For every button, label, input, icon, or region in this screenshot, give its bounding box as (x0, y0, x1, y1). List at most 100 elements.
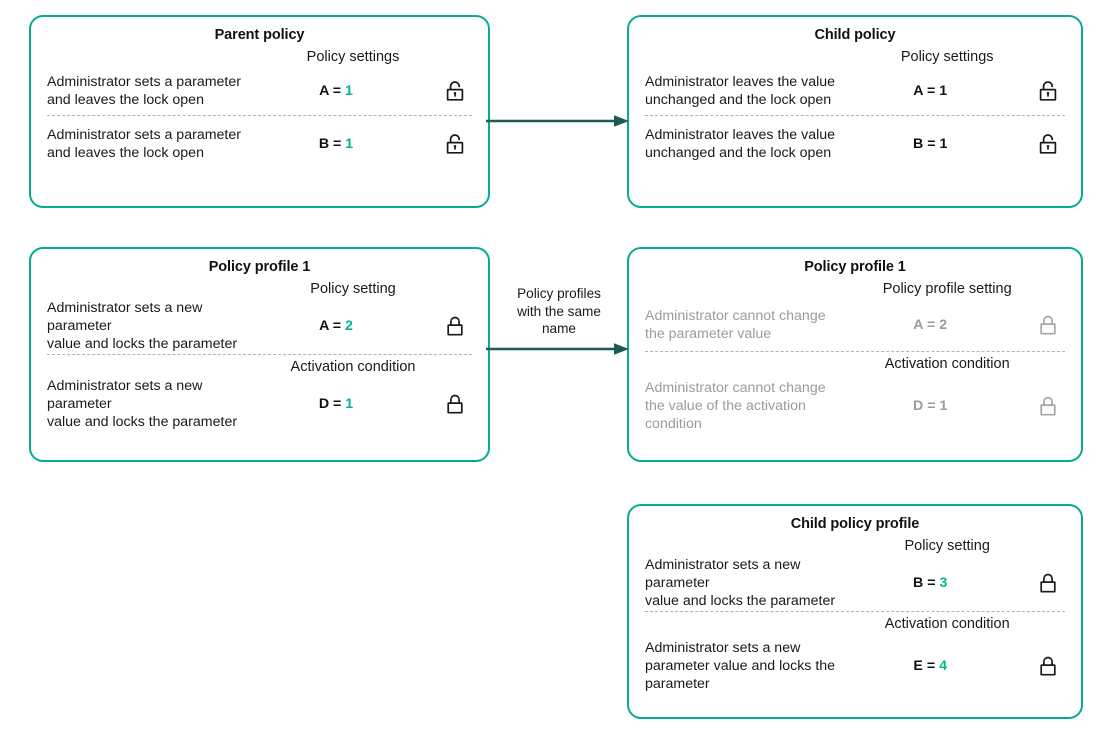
card-section: Policy setting Administrator sets a new … (645, 534, 1065, 611)
parameter-row: Administrator sets a parameter and leave… (47, 67, 472, 115)
arrow-policy-profile-label: Policy profiles with the same name (517, 286, 601, 337)
row-number: 2 (345, 318, 353, 335)
row-param: A (913, 83, 924, 100)
unlocked-icon (1039, 81, 1057, 101)
row-param: E (913, 657, 923, 674)
section-header: Policy profile setting (882, 281, 1012, 297)
row-value: D = 1 (318, 396, 354, 413)
row-value: A = 1 (319, 83, 353, 100)
arrow-policy-top (486, 115, 629, 127)
card-parent-policy: Parent policy Policy settings Administra… (29, 15, 490, 208)
card-title: Policy profile 1 (804, 259, 906, 275)
lock-cell (1031, 80, 1065, 102)
parameter-row: Administrator cannot change the value of… (645, 374, 1065, 438)
row-value: A = 2 (319, 318, 353, 335)
card-title: Policy profile 1 (208, 259, 311, 275)
row-description: Administrator sets a parameter and leave… (47, 73, 241, 109)
row-value: A = 1 (913, 83, 948, 100)
row-description: Administrator leaves the value unchanged… (645, 126, 836, 162)
row-value: D = 1 (913, 398, 948, 415)
section-header: Activation condition (884, 356, 1010, 373)
row-description: Administrator sets a parameter and leave… (47, 126, 241, 162)
section-header: Policy setting (310, 281, 396, 297)
row-value: B = 3 (913, 575, 948, 592)
locked-icon (1040, 396, 1056, 416)
row-number: 3 (939, 575, 948, 592)
parameter-row: Administrator sets a new parameter value… (47, 377, 472, 432)
lock-cell (1031, 395, 1065, 417)
locked-icon (1040, 656, 1056, 676)
lock-cell (438, 133, 472, 155)
row-param: A (319, 83, 329, 100)
card-title: Child policy profile (790, 516, 920, 532)
row-param: D (913, 398, 924, 415)
parameter-row: Administrator cannot change the paramete… (645, 299, 1065, 351)
parameter-row: Administrator sets a new parameter value… (645, 634, 1065, 698)
parameter-row: Administrator leaves the value unchanged… (645, 67, 1065, 115)
row-param: A (319, 318, 329, 335)
card-section: Policy settings Administrator leaves the… (645, 45, 1065, 115)
locked-icon (447, 317, 463, 336)
section-header: Policy setting (904, 538, 990, 554)
arrow-policy-profile (486, 343, 629, 355)
row-number: 2 (939, 317, 948, 334)
row-param: D (318, 396, 330, 413)
card-section: Activation condition Administrator sets … (47, 353, 472, 432)
row-number: 1 (345, 396, 354, 413)
unlocked-icon (446, 134, 464, 154)
card-policy-profile-1-right: Policy profile 1 Policy profile setting … (627, 247, 1083, 462)
card-title: Parent policy (214, 27, 305, 43)
section-header: Policy settings (306, 49, 400, 65)
row-description: Administrator sets a new parameter value… (47, 377, 238, 431)
row-number: 1 (345, 136, 354, 153)
row-number: 1 (939, 136, 948, 153)
section-header: Policy settings (900, 49, 994, 65)
lock-cell (438, 80, 472, 102)
row-param: B (913, 136, 924, 153)
card-policy-profile-1-left: Policy profile 1 Policy setting Administ… (29, 247, 490, 462)
lock-cell (438, 393, 472, 415)
row-number: 1 (939, 398, 948, 415)
locked-icon (447, 394, 463, 414)
row-description: Administrator cannot change the value of… (645, 379, 826, 433)
card-child-policy-profile: Child policy profile Policy setting Admi… (627, 504, 1083, 719)
card-title: Child policy (814, 27, 896, 43)
locked-icon (1040, 315, 1056, 335)
lock-cell (1031, 572, 1065, 594)
lock-cell (1031, 133, 1065, 155)
lock-cell (438, 315, 472, 337)
card-section: Policy settings Administrator sets a par… (47, 45, 472, 115)
card-section: Policy setting Administrator sets a new … (47, 277, 472, 354)
row-value: E = 4 (913, 657, 947, 674)
row-value: A = 2 (913, 317, 948, 334)
row-description: Administrator sets a new parameter value… (645, 557, 836, 610)
parameter-row: Administrator sets a parameter and leave… (47, 116, 472, 172)
row-description: Administrator sets a new parameter value… (47, 300, 238, 353)
section-header: Activation condition (884, 615, 1010, 632)
row-number: 1 (939, 83, 948, 100)
lock-cell (1031, 314, 1065, 336)
parameter-row: Administrator sets a new parameter value… (47, 299, 472, 354)
row-param: A (913, 317, 924, 334)
row-number: 1 (345, 83, 353, 100)
row-number: 4 (939, 657, 947, 674)
card-child-policy: Child policy Policy settings Administrat… (627, 15, 1083, 208)
parameter-row: Administrator sets a new parameter value… (645, 556, 1065, 611)
row-value: B = 1 (913, 136, 948, 153)
locked-icon (1040, 574, 1056, 593)
row-description: Administrator leaves the value unchanged… (645, 73, 836, 109)
row-value: B = 1 (318, 136, 354, 153)
unlocked-icon (1039, 134, 1057, 154)
card-section: Activation condition Administrator canno… (645, 351, 1065, 438)
section-header: Activation condition (290, 358, 416, 375)
parameter-row: Administrator leaves the value unchanged… (645, 116, 1065, 172)
row-param: B (913, 575, 924, 592)
unlocked-icon (446, 81, 464, 101)
card-section: Administrator sets a parameter and leave… (47, 115, 472, 172)
row-description: Administrator sets a new parameter value… (645, 639, 836, 692)
card-section: Policy profile setting Administrator can… (645, 277, 1065, 351)
card-section: Activation condition Administrator sets … (645, 610, 1065, 698)
card-section: Administrator leaves the value unchanged… (645, 115, 1065, 172)
row-param: B (318, 136, 330, 153)
lock-cell (1031, 655, 1065, 677)
